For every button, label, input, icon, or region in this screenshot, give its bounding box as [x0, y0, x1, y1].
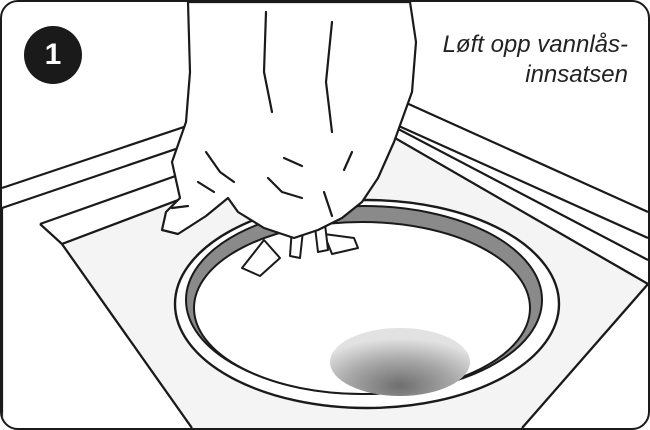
instruction-caption: Løft opp vannlås- innsatsen [443, 30, 628, 90]
step-number-badge: 1 [24, 26, 82, 84]
instruction-line-1: Løft opp vannlås- [443, 30, 628, 60]
drain-opening [175, 200, 559, 408]
instruction-line-2: innsatsen [443, 60, 628, 90]
